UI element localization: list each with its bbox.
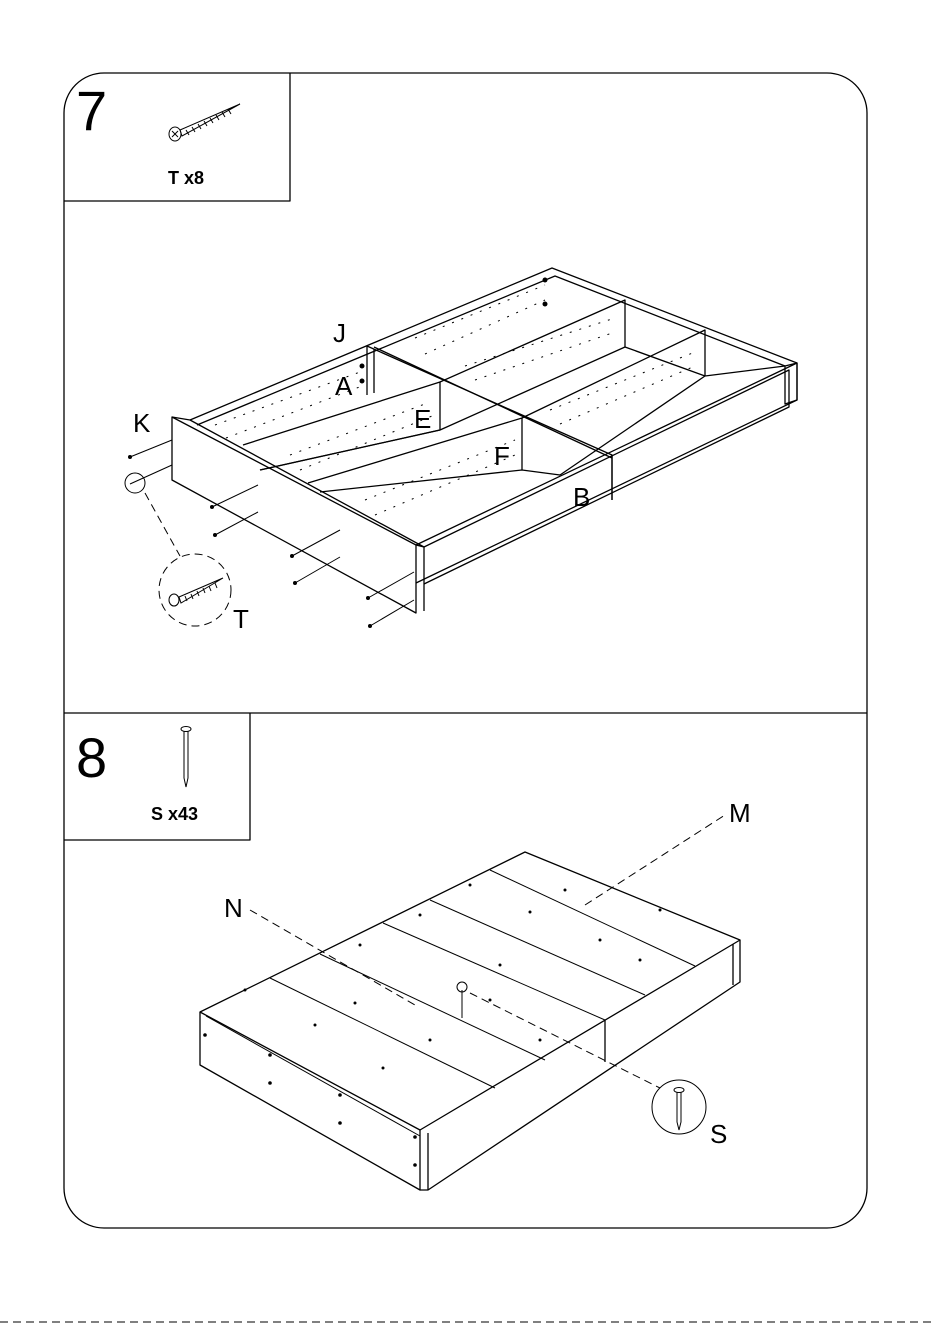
page-frame bbox=[64, 73, 867, 1228]
screw-detail-icon bbox=[169, 578, 223, 606]
label-t: T bbox=[233, 604, 249, 634]
label-e: E bbox=[414, 404, 431, 434]
screw-callout-small bbox=[125, 473, 145, 493]
nail-icon bbox=[181, 727, 191, 788]
callout-leader bbox=[145, 493, 180, 556]
label-m: M bbox=[729, 798, 751, 828]
step-7: 7 T x8 bbox=[64, 73, 797, 634]
leader-n bbox=[250, 910, 415, 1005]
label-s: S bbox=[710, 1119, 727, 1149]
step-8-number: 8 bbox=[76, 726, 107, 789]
label-a: A bbox=[335, 371, 353, 401]
label-n: N bbox=[224, 893, 243, 923]
step-7-hardware-qty: T x8 bbox=[168, 168, 204, 188]
drawer-frame bbox=[172, 268, 797, 613]
label-b: B bbox=[573, 482, 590, 512]
step-8: 8 S x43 bbox=[64, 713, 751, 1190]
nail-callout bbox=[652, 1080, 706, 1134]
label-j: J bbox=[333, 318, 346, 348]
label-k: K bbox=[133, 408, 151, 438]
label-f: F bbox=[494, 441, 510, 471]
screw-icon bbox=[169, 104, 240, 141]
leader-s bbox=[470, 993, 660, 1088]
leader-m bbox=[585, 815, 725, 905]
step-8-hardware-qty: S x43 bbox=[151, 804, 198, 824]
step-7-number: 7 bbox=[76, 79, 107, 142]
drawer-with-bottom bbox=[200, 852, 740, 1190]
nail-detail-icon bbox=[674, 1088, 684, 1131]
